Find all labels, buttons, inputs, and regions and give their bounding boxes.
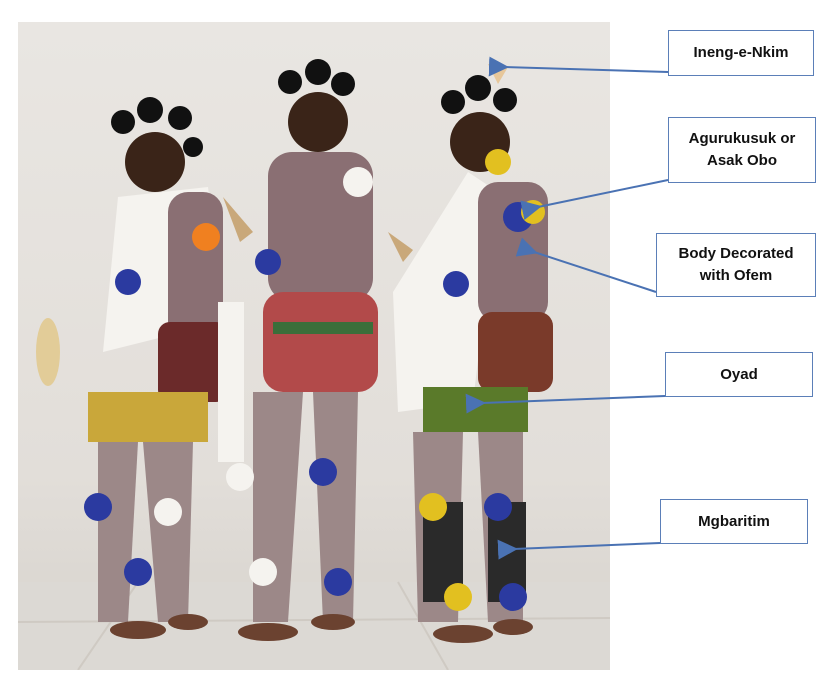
label-oyad: Oyad [665,352,813,397]
dancer-middle [218,59,378,641]
label-agurukusuk-text: Agurukusuk or Asak Obo [688,130,796,169]
arrow-agurukusuk [520,179,669,221]
label-mgbaritim-text: Mgbaritim [698,512,770,530]
label-agurukusuk: Agurukusuk or Asak Obo [668,117,816,183]
label-oyad-text: Oyad [720,365,758,383]
label-body-ofem: Body Decorated with Ofem [656,233,816,297]
label-mgbaritim: Mgbaritim [660,499,808,544]
arrow-body [515,237,657,293]
arrow-mgbaritim [497,539,661,560]
label-ineng: Ineng-e-Nkim [668,30,814,76]
dancer-left [36,97,228,639]
label-body-ofem-text: Body Decorated with Ofem [678,245,794,284]
arrow-oyad [465,393,666,414]
dancers-photo [18,22,610,670]
arrow-ineng [488,56,669,77]
label-ineng-text: Ineng-e-Nkim [693,44,789,61]
